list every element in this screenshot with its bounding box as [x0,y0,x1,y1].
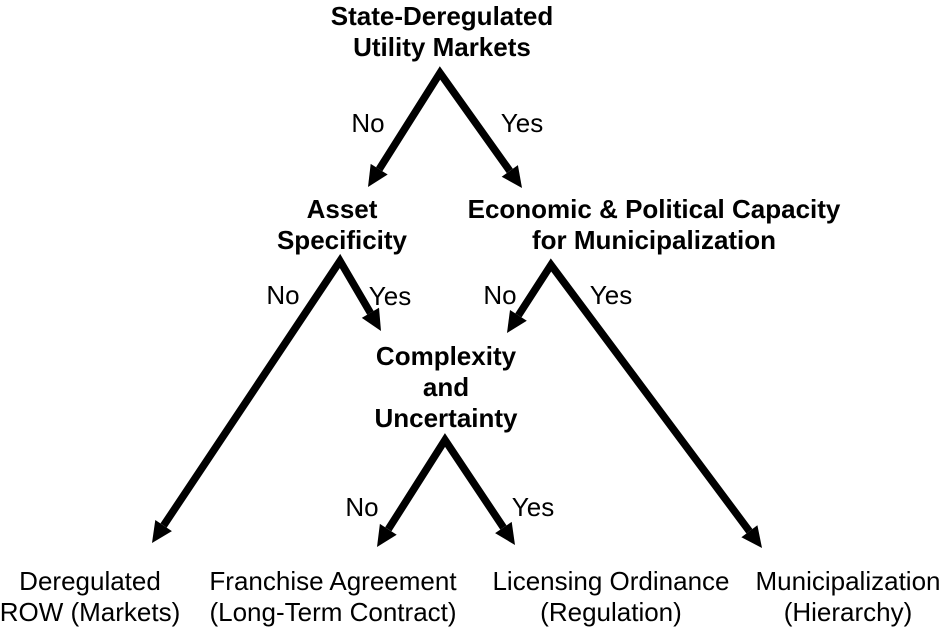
outcome-franchise-agreement: Franchise Agreement (Long-Term Contract) [209,566,457,627]
arrowhead-capacity-yes [741,525,762,548]
arrowhead-complexity-yes [495,521,515,545]
branch-arrows-complexity [377,433,515,547]
arrowhead-complexity-no [377,523,397,547]
node-economic-political-capacity: Economic & Political Capacity for Munici… [467,194,841,255]
branch-arrows-asset-specificity [152,253,381,543]
branch-line-capacity [515,258,753,534]
outcome-municipalization: Municipalization (Hierarchy) [755,566,941,627]
edge-label-capacity-yes: Yes [589,280,633,310]
edge-label-asset-yes: Yes [368,281,412,311]
arrowhead-asset-no [152,520,172,543]
arrowhead-capacity-no [507,310,527,333]
node-complexity-and-uncertainty: Complexity and Uncertainty [374,341,518,433]
branch-line-asset-specificity [160,253,374,528]
edge-label-asset-no: No [266,280,300,310]
edge-label-complexity-yes: Yes [511,492,555,522]
outcome-licensing-ordinance: Licensing Ordinance (Regulation) [492,566,730,627]
arrowhead-asset-yes [361,307,381,331]
edge-label-root-no: No [351,108,385,138]
arrowhead-root-no [368,163,388,187]
outcome-deregulated-row-markets: Deregulated ROW (Markets) [0,566,181,627]
branch-line-complexity [385,433,507,532]
node-asset-specificity: Asset Specificity [276,194,408,255]
edge-label-root-yes: Yes [500,108,544,138]
branch-arrows-capacity [507,258,762,548]
branch-arrows-root [368,66,522,188]
arrowhead-root-yes [501,165,522,188]
node-state-deregulated-utility-markets: State-Deregulated Utility Markets [330,1,554,62]
edge-label-capacity-no: No [483,280,517,310]
branch-line-root [376,66,513,174]
edge-label-complexity-no: No [345,492,379,522]
